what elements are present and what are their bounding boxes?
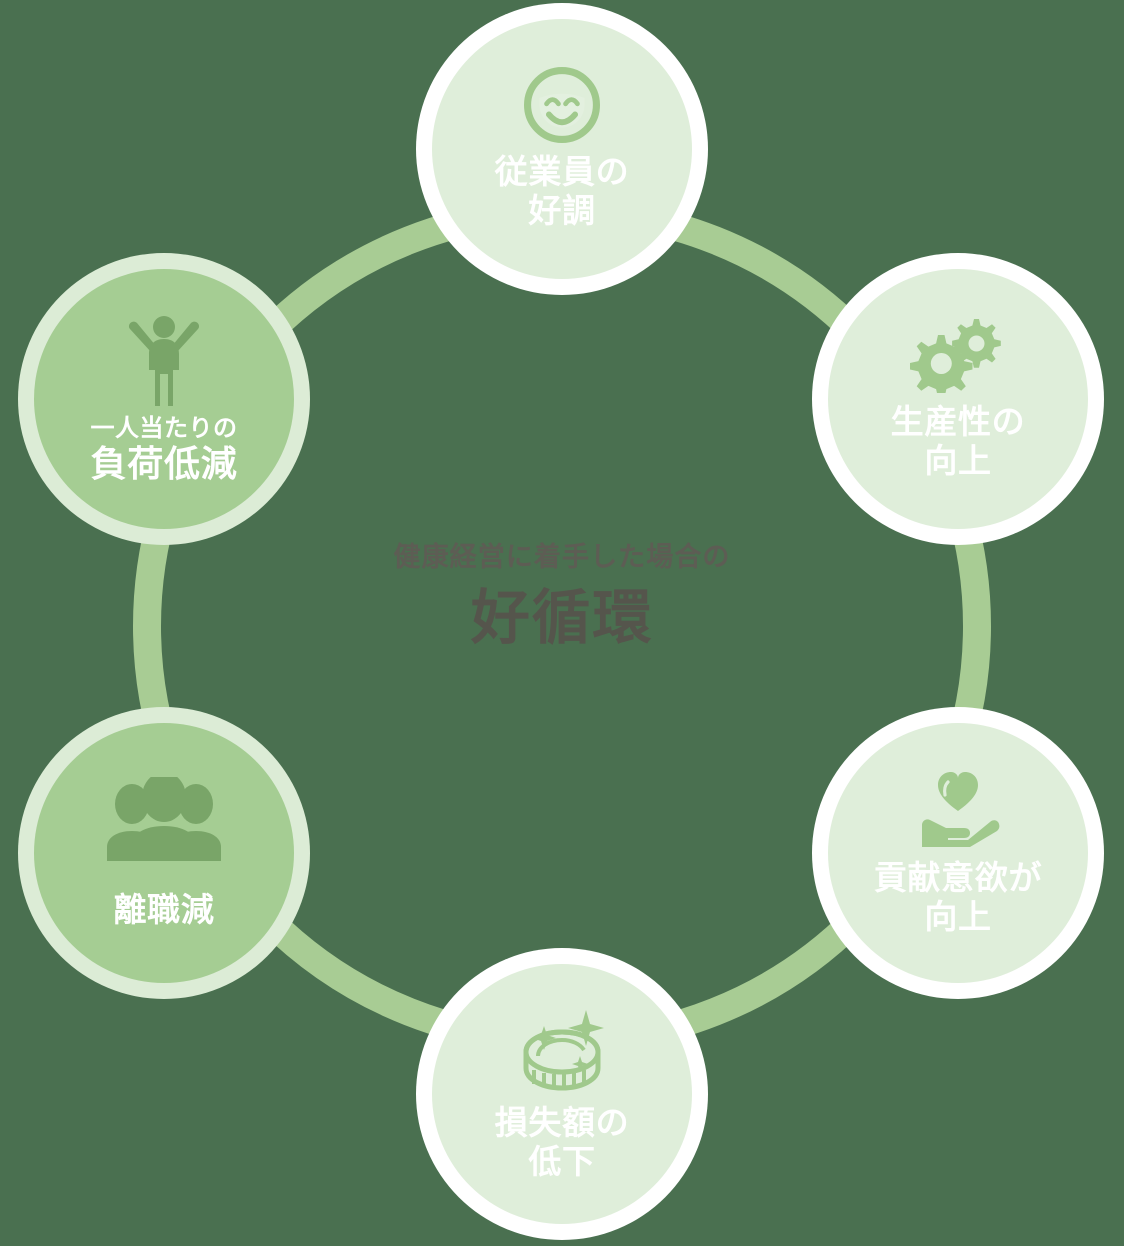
person-arms-raised-icon: [124, 312, 204, 408]
gears-icon: [910, 317, 1006, 398]
node-label: 貢献意欲が 向上: [873, 858, 1043, 936]
node-disc: 従業員の 好調: [432, 19, 692, 279]
node-disc: 損失額の 低下: [432, 964, 692, 1224]
node-label-big: 負荷低減: [90, 443, 238, 485]
node-per-person-load-reduction[interactable]: 一人当たりの 負荷低減: [18, 253, 310, 545]
node-label-small: 一人当たりの: [90, 414, 238, 442]
node-productivity-up[interactable]: 生産性の 向上: [812, 253, 1104, 545]
node-contribution-motivation-up[interactable]: 貢献意欲が 向上: [812, 707, 1104, 999]
node-label: 従業員の 好調: [494, 152, 630, 230]
heart-in-hand-icon: [912, 769, 1004, 849]
node-loss-amount-down[interactable]: 損失額の 低下: [416, 948, 708, 1240]
node-turnover-reduction[interactable]: 離職減: [18, 707, 310, 999]
node-employee-wellbeing[interactable]: 従業員の 好調: [416, 3, 708, 295]
smiley-face-icon: [524, 67, 600, 144]
center-title: 好循環: [470, 583, 654, 653]
center-caption: 健康経営に着手した場合の 好循環: [0, 540, 1124, 655]
node-label: 離職減: [113, 889, 215, 929]
node-label: 生産性の 向上: [890, 402, 1026, 480]
node-disc: 一人当たりの 負荷低減: [34, 269, 294, 529]
people-group-icon: [106, 771, 222, 863]
node-disc: 貢献意欲が 向上: [828, 723, 1088, 983]
shining-coin-icon: [510, 1006, 614, 1094]
node-label: 損失額の 低下: [494, 1103, 630, 1181]
center-subtitle: 健康経営に着手した場合の: [393, 542, 731, 573]
node-disc: 生産性の 向上: [828, 269, 1088, 529]
node-disc: 離職減: [34, 723, 294, 983]
